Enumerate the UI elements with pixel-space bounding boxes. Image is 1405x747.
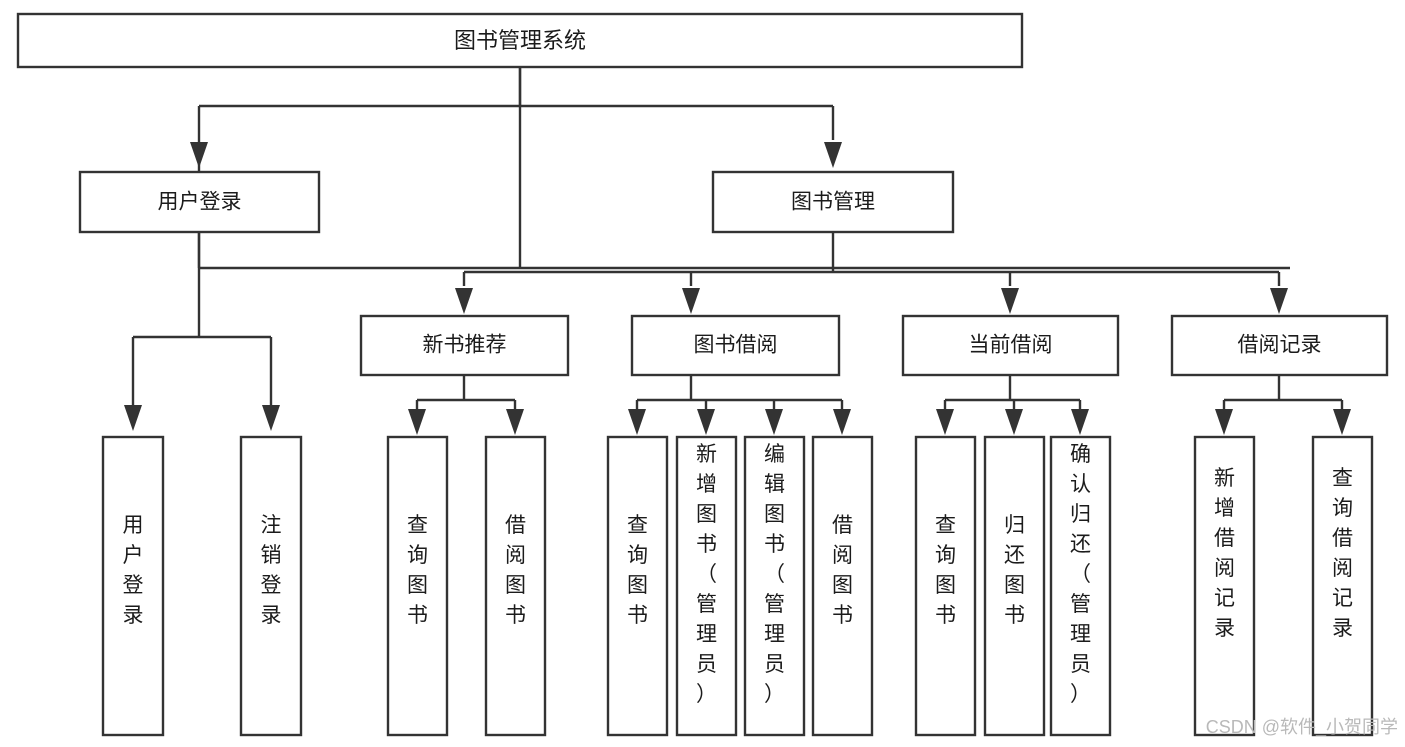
node-book-management[interactable]: 图书管理: [711, 170, 955, 234]
connector-user-login-to-leaves: [124, 232, 280, 431]
leaf-new-book-0[interactable]: 查询图书: [386, 435, 449, 737]
leaf-borrow-record-0-label: 新增借阅记录: [1214, 467, 1235, 640]
node-book-management-label: 图书管理: [791, 191, 875, 214]
node-book-borrow[interactable]: 图书借阅: [630, 314, 841, 377]
node-current-borrow-label: 当前借阅: [969, 334, 1053, 357]
node-user-login[interactable]: 用户登录: [78, 170, 321, 234]
leaf-new-book-1[interactable]: 借阅图书: [484, 435, 547, 737]
leaf-borrow-record-0[interactable]: 新增借阅记录: [1193, 435, 1256, 737]
leaf-user-login-0[interactable]: 用户登录: [101, 435, 165, 737]
arrow-root-to-user-login: [190, 142, 208, 168]
leaf-current-borrow-2-label: 确认归还（管理员）: [1070, 443, 1091, 706]
leaf-new-book-0-label: 查询图书: [407, 514, 428, 627]
node-user-login-label: 用户登录: [158, 191, 242, 214]
leaf-current-borrow-0-label: 查询图书: [935, 514, 956, 627]
leaf-current-borrow-1[interactable]: 归还图书: [983, 435, 1046, 737]
leaf-book-borrow-1[interactable]: 新增图书（管理员）: [675, 435, 738, 737]
connector-new-book-to-leaves: [408, 375, 524, 435]
leaf-user-login-1-label: 注销登录: [261, 514, 282, 627]
csdn-watermark: CSDN @软件_小贺同学: [1206, 717, 1398, 738]
leaf-book-borrow-0-label: 查询图书: [627, 514, 648, 627]
node-book-borrow-label: 图书借阅: [694, 334, 778, 357]
leaf-book-borrow-0[interactable]: 查询图书: [606, 435, 669, 737]
leaf-borrow-record-1[interactable]: 查询借阅记录: [1311, 435, 1374, 737]
node-root-label: 图书管理系统: [454, 28, 586, 53]
node-root[interactable]: 图书管理系统: [16, 12, 1024, 69]
connector-root-trunk: [197, 67, 835, 140]
connector-root-to-level2: [197, 67, 1290, 270]
arrow-root-to-book-management: [824, 142, 842, 168]
leaf-book-borrow-3-label: 借阅图书: [832, 514, 853, 627]
connector-borrow-record-to-leaves: [1215, 375, 1351, 435]
leaf-book-borrow-2-label: 编辑图书（管理员）: [764, 443, 785, 706]
leaf-book-borrow-3[interactable]: 借阅图书: [811, 435, 874, 737]
leaf-borrow-record-1-label: 查询借阅记录: [1332, 467, 1353, 640]
leaf-current-borrow-1-label: 归还图书: [1004, 514, 1025, 627]
node-current-borrow[interactable]: 当前借阅: [901, 314, 1120, 377]
leaf-book-borrow-1-label: 新增图书（管理员）: [696, 443, 717, 706]
node-new-book-recommend[interactable]: 新书推荐: [359, 314, 570, 377]
leaf-new-book-1-label: 借阅图书: [505, 514, 526, 627]
node-borrow-record-label: 借阅记录: [1238, 334, 1322, 357]
connector-book-management-to-level3: [455, 232, 1288, 314]
connector-current-borrow-to-leaves: [936, 375, 1089, 435]
connector-book-borrow-to-leaves: [628, 375, 851, 435]
leaf-book-borrow-2[interactable]: 编辑图书（管理员）: [743, 435, 806, 737]
leaf-current-borrow-0[interactable]: 查询图书: [914, 435, 977, 737]
node-borrow-record[interactable]: 借阅记录: [1170, 314, 1389, 377]
leaf-current-borrow-2[interactable]: 确认归还（管理员）: [1049, 435, 1112, 737]
leaf-user-login-1[interactable]: 注销登录: [239, 435, 303, 737]
leaf-user-login-0-label: 用户登录: [123, 514, 144, 627]
node-new-book-recommend-label: 新书推荐: [423, 334, 507, 357]
